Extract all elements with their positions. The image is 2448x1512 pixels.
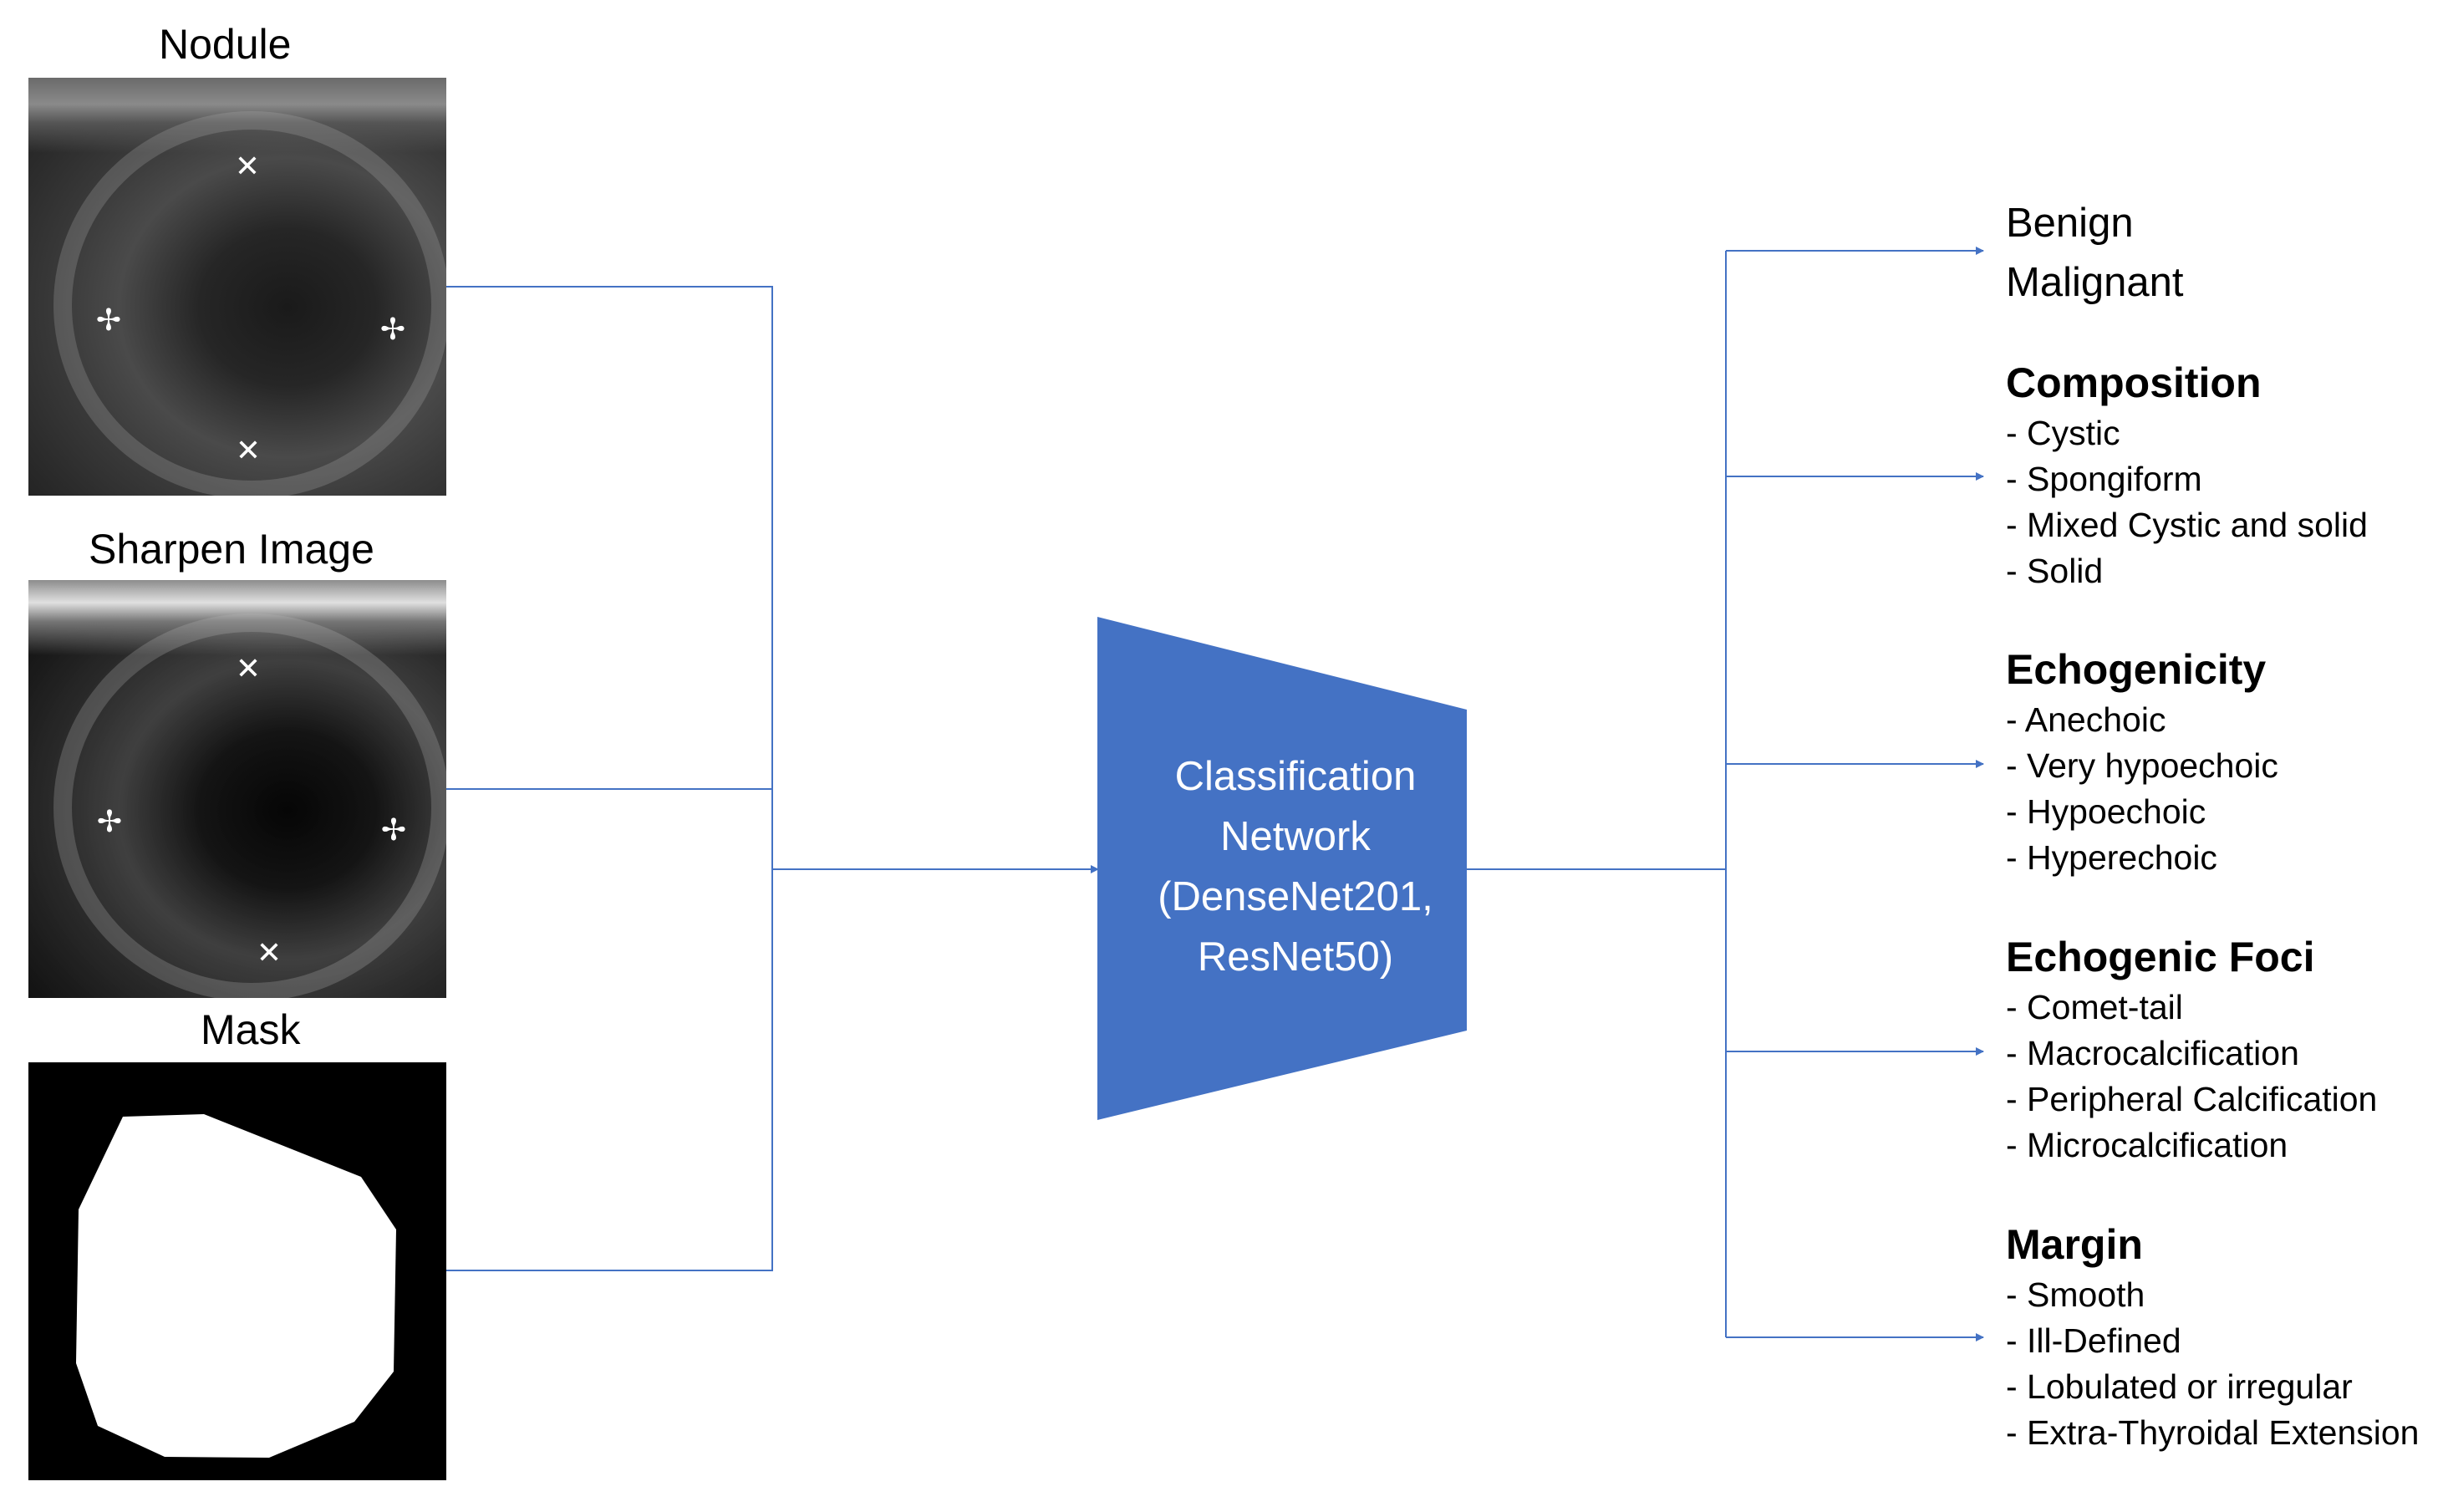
network-line: Classification bbox=[1174, 754, 1417, 799]
network-line: ResNet50) bbox=[1197, 934, 1394, 980]
sharpen-ultrasound-image: ✕ ✕ ✢ ✢ bbox=[28, 580, 446, 998]
nodule-ultrasound-image: ✕ ✕ ✢ ✢ bbox=[28, 78, 446, 496]
echogenicity-group: Echogenicity - Anechoic - Very hypoechoi… bbox=[2006, 642, 2278, 881]
composition-group: Composition - Cystic - Spongiform - Mixe… bbox=[2006, 355, 2368, 594]
echogenic-foci-title: Echogenic Foci bbox=[2006, 934, 2315, 980]
echogenic-foci-item: - Peripheral Calcification bbox=[2006, 1080, 2378, 1118]
caliper-x-mark: ✕ bbox=[234, 150, 261, 184]
margin-item: - Lobulated or irregular bbox=[2006, 1367, 2353, 1406]
margin-item: - Smooth bbox=[2006, 1275, 2145, 1314]
class-benign: Benign bbox=[2006, 201, 2134, 246]
caliper-plus-mark: ✢ bbox=[379, 313, 406, 347]
class-outputs: Benign Malignant bbox=[2006, 194, 2183, 313]
network-line: Network bbox=[1220, 814, 1371, 859]
echogenicity-item: - Very hypoechoic bbox=[2006, 746, 2278, 785]
nodule-label: Nodule bbox=[159, 21, 292, 68]
mask-shape bbox=[76, 1114, 396, 1458]
echogenicity-item: - Hypoechoic bbox=[2006, 792, 2206, 831]
network-line: (DenseNet201, bbox=[1158, 874, 1433, 919]
margin-title: Margin bbox=[2006, 1221, 2143, 1268]
mask-label: Mask bbox=[201, 1006, 301, 1053]
classification-network-shape bbox=[1097, 617, 1467, 1120]
composition-item: - Cystic bbox=[2006, 414, 2120, 452]
echogenic-foci-item: - Microcalcification bbox=[2006, 1126, 2288, 1164]
echogenic-foci-item: - Macrocalcification bbox=[2006, 1034, 2299, 1072]
echogenicity-item: - Anechoic bbox=[2006, 700, 2166, 739]
composition-item: - Spongiform bbox=[2006, 460, 2202, 498]
echogenic-foci-group: Echogenic Foci - Comet-tail - Macrocalci… bbox=[2006, 929, 2377, 1168]
class-malignant: Malignant bbox=[2006, 260, 2184, 305]
composition-item: - Solid bbox=[2006, 552, 2104, 590]
classification-network-label: Classification Network (DenseNet201, Res… bbox=[1087, 746, 1504, 987]
composition-item: - Mixed Cystic and solid bbox=[2006, 506, 2368, 544]
margin-item: - Extra-Thyroidal Extension bbox=[2006, 1413, 2420, 1452]
echogenicity-item: - Hyperechoic bbox=[2006, 838, 2217, 877]
caliper-x-mark: ✕ bbox=[235, 652, 262, 686]
sharpen-image-label: Sharpen Image bbox=[89, 526, 374, 573]
mask-image bbox=[28, 1062, 446, 1480]
caliper-x-mark: ✕ bbox=[235, 434, 262, 468]
echogenicity-title: Echogenicity bbox=[2006, 646, 2267, 693]
margin-item: - Ill-Defined bbox=[2006, 1321, 2181, 1360]
echogenic-foci-item: - Comet-tail bbox=[2006, 988, 2183, 1026]
margin-group: Margin - Smooth - Ill-Defined - Lobulate… bbox=[2006, 1217, 2419, 1456]
input-connector bbox=[446, 286, 773, 1271]
caliper-plus-mark: ✢ bbox=[95, 303, 122, 338]
composition-title: Composition bbox=[2006, 359, 2262, 406]
caliper-plus-mark: ✢ bbox=[380, 813, 407, 848]
caliper-plus-mark: ✢ bbox=[96, 805, 123, 839]
caliper-x-mark: ✕ bbox=[256, 936, 282, 970]
